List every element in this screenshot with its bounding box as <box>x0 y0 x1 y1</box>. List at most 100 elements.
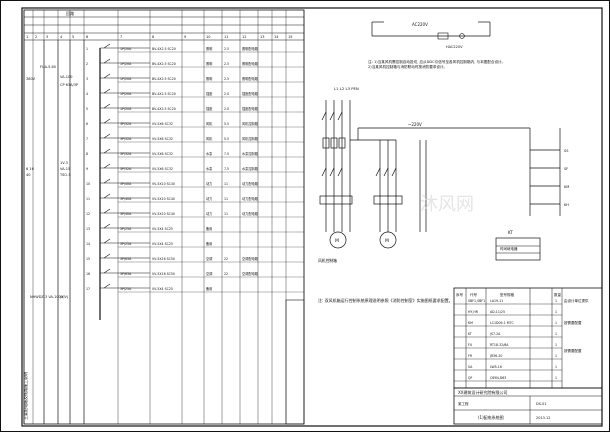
title-block: XX建筑设计研究院有限公司 某工程 (1)配电系统图 DS-01 2013.12 <box>453 387 603 425</box>
row-sw: 1P/20A <box>120 62 132 66</box>
row-use: 照明配电箱 <box>242 76 259 81</box>
row-load: 空调 <box>206 256 212 261</box>
feeder-label-6: TSO-5 <box>59 173 71 177</box>
row-sw: 3P/32A <box>120 167 132 171</box>
parts-header-code: 代号 <box>470 292 478 297</box>
column-number: 7 <box>120 35 122 39</box>
motor-icon <box>329 231 347 249</box>
row-load: 备用 <box>206 286 212 291</box>
column-number: 13 <box>260 35 264 39</box>
row-id: 5 <box>86 107 88 111</box>
row-load: 插座 <box>206 106 213 111</box>
row-id: 9 <box>86 167 88 171</box>
row-sw: 1P/20A <box>120 77 132 81</box>
row-kw: 5.5 <box>224 137 229 141</box>
column-number: 14 <box>274 35 279 39</box>
side-label-2: 6 16 <box>26 167 34 171</box>
row-use: 动力配电箱 <box>242 181 259 186</box>
row-use: 风机控制箱 <box>242 136 259 141</box>
motor-icon <box>379 231 397 249</box>
parts-side-note-3: 按需要配置 <box>564 348 582 353</box>
row-id: 17 <box>86 287 90 291</box>
row-sw: 3P/63A <box>120 272 132 276</box>
row-use: 照明配电箱 <box>242 46 259 51</box>
part-model: LW5-16 <box>490 365 502 369</box>
row-cable: VV-5X16 SC50 <box>152 272 175 276</box>
row-load: 动力 <box>206 211 212 216</box>
part-qty: 1 <box>555 354 557 358</box>
row-load: 风机 <box>206 136 213 141</box>
row-kw: 7.5 <box>224 152 229 156</box>
breaker-icon <box>103 73 111 79</box>
row-kw: 2.5 <box>224 47 229 51</box>
indicator-lamp-icon <box>459 33 465 39</box>
parts-header-no: 序号 <box>456 292 464 297</box>
row-load: 风机 <box>206 121 213 126</box>
part-code: SBF1,SBF1 <box>468 299 485 303</box>
row-sw: 3P/25A <box>120 287 132 291</box>
row-use: 动力配电箱 <box>242 211 259 216</box>
row-cable: VV-5X6 SC32 <box>152 152 173 156</box>
breaker-icon <box>103 133 111 139</box>
part-model: JR36-20 <box>489 354 502 358</box>
row-sw: 3P/40A <box>120 197 132 201</box>
kt-timer-block <box>495 237 541 261</box>
side-label-1: 380V <box>26 77 36 81</box>
column-number: 12 <box>242 35 246 39</box>
row-load: 照明 <box>206 62 212 66</box>
row-kw: 2.0 <box>224 92 229 96</box>
row-cable: VV-5X16 SC50 <box>152 257 175 261</box>
row-load: 动力 <box>206 196 212 201</box>
row-cable: BV-4X2.5 SC20 <box>152 77 176 81</box>
row-use: 水泵控制箱 <box>242 151 259 156</box>
row-use: 空调配电箱 <box>242 271 259 276</box>
row-use: 动力配电箱 <box>242 196 259 201</box>
ac-label: ~220V <box>408 122 422 127</box>
column-number: 2 <box>35 35 37 39</box>
row-kw: 11 <box>224 197 228 201</box>
row-cable: VV-5X6 SC32 <box>152 137 173 141</box>
part-code: QF <box>468 376 473 380</box>
row-kw: 7.5 <box>224 167 229 171</box>
row-use: 插座配电箱 <box>242 106 259 111</box>
breaker-icon <box>103 178 111 184</box>
row-cable: BV-4X2.5 SC20 <box>152 92 176 96</box>
part-qty: 1 <box>555 376 557 380</box>
main-switch-label: L1 L2 L3 PEN <box>334 86 359 91</box>
row-id: 11 <box>86 197 90 201</box>
column-number: 8 <box>152 35 154 39</box>
row-use: 风机控制箱 <box>242 121 259 126</box>
row-load: 备用 <box>206 226 212 231</box>
row-sw: 3P/32A <box>120 122 132 126</box>
row-sw: 1P/20A <box>120 47 132 51</box>
row-id: 1 <box>86 47 88 51</box>
breaker-icon <box>103 88 111 94</box>
bottom-note: 风机控制箱 <box>318 258 337 263</box>
row-cable: VV-5X6 SC32 <box>152 122 173 126</box>
row-sw: 3P/63A <box>120 257 132 261</box>
part-model: AD-11/25 <box>490 310 505 314</box>
column-number: 9 <box>184 35 186 39</box>
part-qty: 1 <box>555 365 557 369</box>
row-id: 13 <box>86 227 90 231</box>
part-model: LA19-11 <box>490 299 503 303</box>
breaker-icon <box>103 58 111 64</box>
column-number: 15 <box>288 35 292 39</box>
part-qty: 1 <box>555 343 557 347</box>
parts-side-note-1: 由设计单位提供 <box>564 298 589 303</box>
watermark: 沐风网 <box>420 194 474 215</box>
row-sw: 1P/20A <box>120 107 132 111</box>
column-number: 4 <box>60 35 63 39</box>
column-number: 6 <box>86 35 88 39</box>
part-code: SA <box>468 365 473 369</box>
